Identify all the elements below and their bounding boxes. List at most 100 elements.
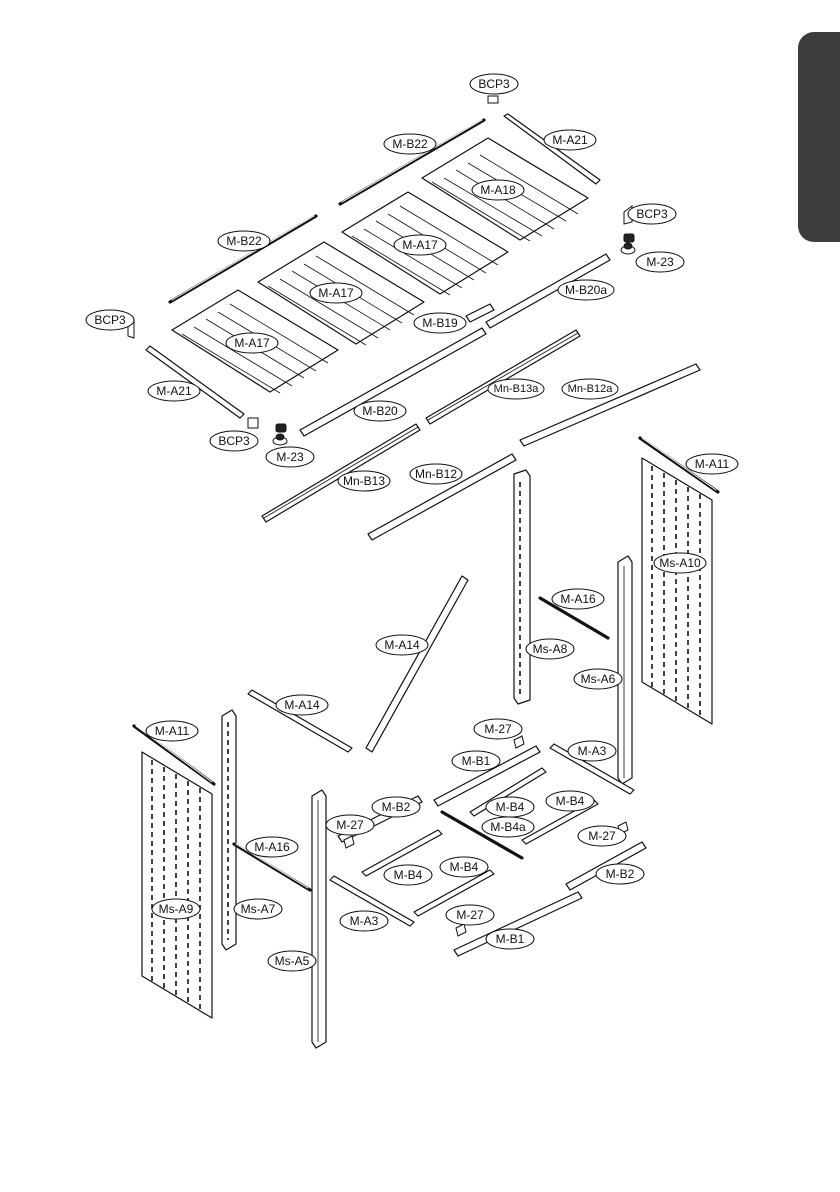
svg-text:M-A17: M-A17 [318,286,354,300]
callout-m-a16-left: M-A16 [246,837,298,857]
svg-text:M-B1: M-B1 [462,754,491,768]
svg-text:M-B20a: M-B20a [565,283,607,297]
svg-text:M-A11: M-A11 [155,724,190,738]
svg-text:M-B20: M-B20 [362,404,398,418]
svg-text:M-23: M-23 [646,255,674,269]
callout-m-27-right: M-27 [578,826,626,846]
roof-beam-mn-b13a [426,330,580,424]
svg-text:M-B4: M-B4 [556,794,585,808]
fastener-m-23-bottom-shape [273,424,287,445]
callout-m-a17-a: M-A17 [226,333,278,353]
callout-m-a3-left: M-A3 [340,911,388,931]
svg-text:M-A16: M-A16 [254,840,290,854]
svg-text:M-A17: M-A17 [402,238,438,252]
callout-m-b1-bottom: M-B1 [486,929,534,949]
svg-text:Mn-B13a: Mn-B13a [494,383,540,395]
callout-bcp3-right: BCP3 [628,204,676,224]
callout-ms-a9: Ms-A9 [152,899,200,919]
svg-text:BCP3: BCP3 [94,313,126,327]
callout-m-a21-top: M-A21 [544,130,596,150]
svg-text:M-27: M-27 [588,829,616,843]
svg-text:M-A3: M-A3 [578,744,607,758]
callout-m-27-bottom: M-27 [446,905,494,925]
callout-m-23-bottom: M-23 [266,447,314,467]
callout-ms-a5: Ms-A5 [268,951,316,971]
svg-text:M-A18: M-A18 [480,183,516,197]
svg-text:M-B4: M-B4 [496,800,525,814]
callout-m-a16-right: M-A16 [552,589,604,609]
callout-mn-b12: Mn-B12 [410,464,462,484]
svg-text:M-B4a: M-B4a [490,820,526,834]
callout-m-b20a: M-B20a [558,280,614,300]
svg-text:Ms-A6: Ms-A6 [581,672,616,686]
svg-text:Mn-B13: Mn-B13 [343,474,385,488]
svg-text:M-A14: M-A14 [384,638,420,652]
svg-text:M-A21: M-A21 [156,384,192,398]
bracket-m-27-bottom-shape [456,924,466,936]
svg-text:M-27: M-27 [336,818,364,832]
brace-m-a14-diagonal [366,576,468,752]
callout-m-a18: M-A18 [472,180,524,200]
callout-mn-b13: Mn-B13 [338,471,390,491]
wall-panel-ms-a10 [642,458,712,724]
callout-m-a11-right: M-A11 [686,454,738,474]
svg-text:M-B4: M-B4 [394,868,423,882]
svg-text:M-A14: M-A14 [284,698,320,712]
callout-mn-b12a: Mn-B12a [562,379,618,399]
callout-m-b22-top: M-B22 [384,134,436,154]
callout-m-b22-left: M-B22 [218,231,270,251]
bracket-m-27-top-shape [514,736,524,748]
svg-text:M-A21: M-A21 [552,133,588,147]
callout-m-a11-left: M-A11 [146,721,198,741]
svg-text:M-27: M-27 [456,908,484,922]
callout-m-b4a: M-B4a [482,817,534,837]
callout-m-b20: M-B20 [354,401,406,421]
callout-m-a17-c: M-A17 [394,235,446,255]
svg-text:Mn-B12: Mn-B12 [415,467,457,481]
callout-m-27-top: M-27 [474,719,522,739]
callout-ms-a8: Ms-A8 [526,639,574,659]
svg-text:Ms-A10: Ms-A10 [659,556,701,570]
callout-ms-a6: Ms-A6 [574,669,622,689]
callout-ms-a7: Ms-A7 [234,899,282,919]
svg-text:Ms-A9: Ms-A9 [159,902,194,916]
svg-text:Ms-A7: Ms-A7 [241,902,276,916]
svg-text:M-27: M-27 [484,722,512,736]
callout-bcp3-left: BCP3 [86,310,134,330]
svg-text:M-B19: M-B19 [422,316,458,330]
svg-text:M-B2: M-B2 [382,800,411,814]
callout-m-27-left: M-27 [326,815,374,835]
svg-text:M-B1: M-B1 [496,932,525,946]
callout-m-a14-left: M-A14 [276,695,328,715]
callout-m-b2-right: M-B2 [596,864,644,884]
callout-m-b1-top: M-B1 [452,751,500,771]
svg-text:M-B22: M-B22 [226,234,262,248]
fastener-m-23-top-shape [621,234,635,254]
wall-panel-ms-a9 [142,752,212,1018]
callout-m-a21-left: M-A21 [148,381,200,401]
bracket-bcp3-top-shape [488,96,498,103]
post-ms-a6 [618,556,632,784]
callout-m-b4-center: M-B4 [486,797,534,817]
roof-beam-mn-b12a [520,364,700,446]
callout-ms-a10: Ms-A10 [654,553,706,573]
svg-text:BCP3: BCP3 [478,77,510,91]
svg-text:Ms-A8: Ms-A8 [533,642,568,656]
post-ms-a7 [222,710,236,950]
callout-mn-b13a: Mn-B13a [488,379,544,399]
post-ms-a5 [312,790,326,1048]
bracket-bcp3-bottom-shape [248,418,258,428]
svg-text:M-23: M-23 [276,450,304,464]
svg-text:M-A11: M-A11 [695,457,730,471]
callout-m-b4-mid: M-B4 [440,857,488,877]
svg-text:BCP3: BCP3 [636,207,668,221]
callout-m-23-top: M-23 [636,252,684,272]
svg-text:M-B4: M-B4 [450,860,479,874]
svg-text:M-B22: M-B22 [392,137,428,151]
callout-m-b4-right: M-B4 [546,791,594,811]
post-ms-a8 [514,470,530,704]
svg-text:M-A16: M-A16 [560,592,596,606]
svg-text:Ms-A5: Ms-A5 [275,954,310,968]
svg-text:M-A3: M-A3 [350,914,379,928]
svg-text:M-A17: M-A17 [234,336,270,350]
